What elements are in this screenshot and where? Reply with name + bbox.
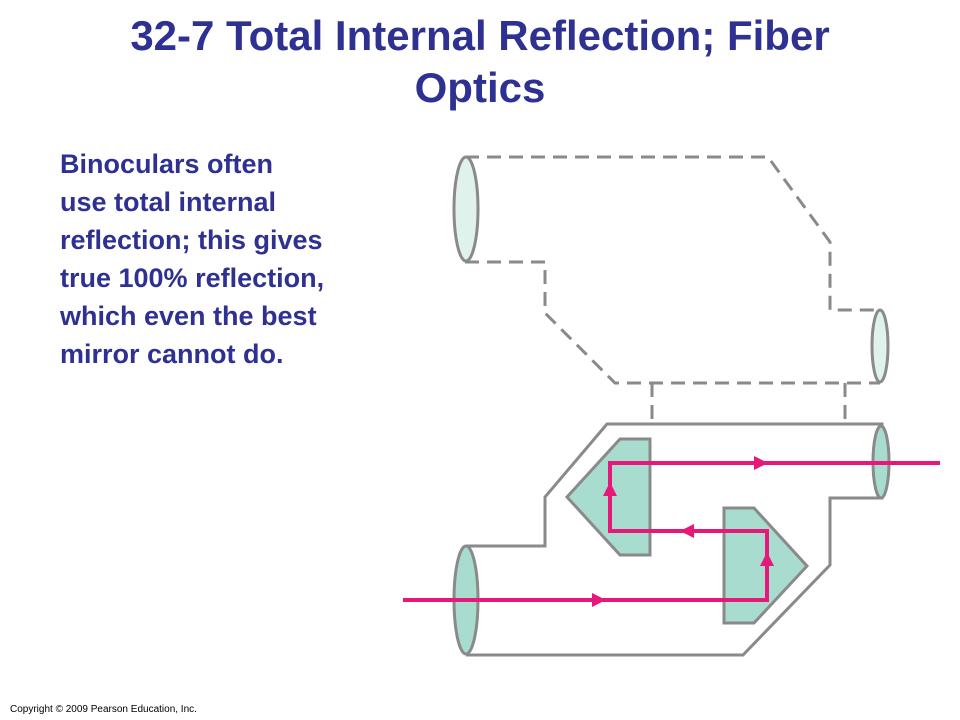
arrow-up-icon xyxy=(603,482,617,496)
title-line-1: 32-7 Total Internal Reflection; Fiber xyxy=(130,12,830,59)
ghost-objective-lens xyxy=(452,155,480,263)
unfolded-path-outline xyxy=(465,155,880,424)
ray-arrows xyxy=(592,456,774,607)
arrow-up-icon xyxy=(760,552,774,566)
arrow-right-icon xyxy=(754,456,768,470)
body-line: mirror cannot do. xyxy=(60,339,284,369)
arrow-left-icon xyxy=(680,524,694,538)
binocular-housing xyxy=(466,422,884,657)
title-line-2: Optics xyxy=(414,64,546,111)
arrow-right-icon xyxy=(592,593,606,607)
body-line: Binoculars often xyxy=(60,149,274,179)
body-line: reflection; this gives xyxy=(60,225,323,255)
body-line: true 100% reflection, xyxy=(60,263,325,293)
light-ray xyxy=(403,461,940,602)
ghost-eyepiece-lens xyxy=(870,308,890,384)
copyright-notice: Copyright © 2009 Pearson Education, Inc. xyxy=(10,704,197,715)
body-line: use total internal xyxy=(60,187,277,217)
body-line: which even the best xyxy=(60,301,317,331)
slide-title: 32-7 Total Internal Reflection; Fiber Op… xyxy=(40,10,920,114)
body-text: Binoculars often use total internal refl… xyxy=(60,145,440,373)
